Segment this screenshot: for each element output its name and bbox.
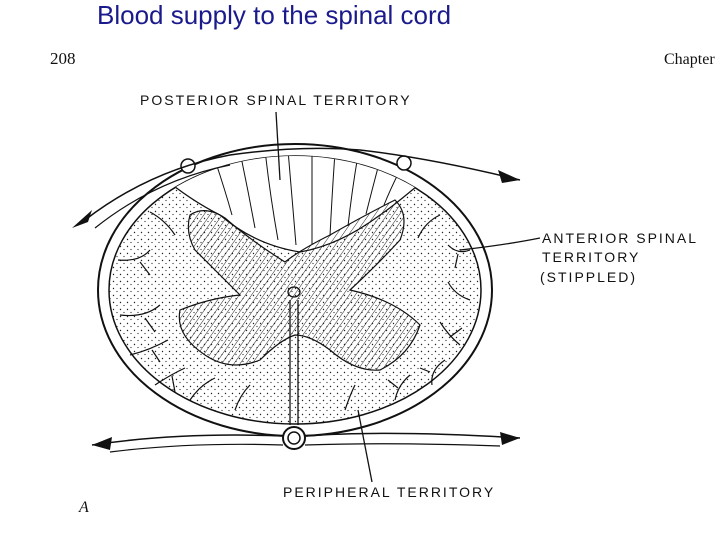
label-peripheral-territory: PERIPHERAL TERRITORY [283,484,496,500]
leader-peripheral [357,409,373,483]
arrow-left-bottom [92,437,112,450]
peripheral-vessel-branches [117,211,471,411]
label-posterior-spinal-territory: POSTERIOR SPINAL TERRITORY [140,92,412,108]
label-anterior-spinal-line1: ANTERIOR SPINAL [542,230,699,246]
posterior-vessel-top-inner [94,164,231,229]
leader-anterior [459,237,541,251]
gray-matter [178,199,421,371]
arrow-left-top [72,210,92,228]
label-anterior-spinal-line3: (STIPPLED) [540,269,638,285]
slide-title: Blood supply to the spinal cord [97,0,452,30]
leader-posterior [275,111,281,181]
posterior-spinal-artery-right [396,155,412,171]
figure-letter: A [79,499,89,516]
arrow-right-top [498,170,520,183]
posterior-vessel-top [84,147,521,221]
arrow-right-bottom [500,432,520,445]
page-number: 208 [50,49,76,68]
running-head: Chapter [664,51,715,68]
anterior-vessel-bottom [91,432,521,446]
central-vessels [287,286,301,425]
label-anterior-spinal-line2: TERRITORY [542,249,641,265]
